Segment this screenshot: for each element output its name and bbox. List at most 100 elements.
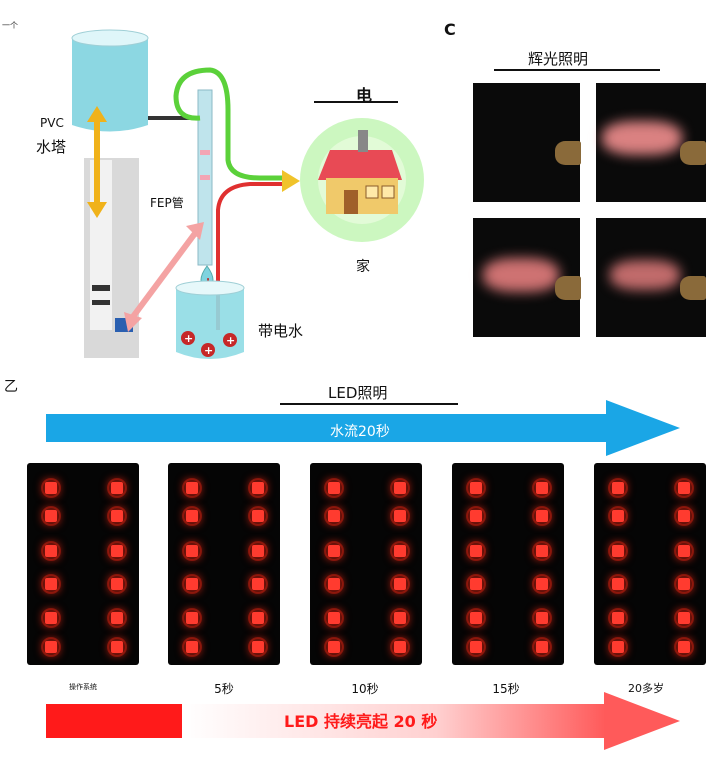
led-light [536, 510, 548, 522]
led-light [186, 578, 198, 590]
terminal-plug [282, 170, 300, 192]
led-light [394, 612, 406, 624]
led-ring [674, 506, 694, 526]
led-ring [674, 637, 694, 657]
led-light [328, 545, 340, 557]
led-section-title: LED照明 [328, 384, 388, 402]
led-light [678, 482, 690, 494]
led-light [536, 482, 548, 494]
led-ring [674, 478, 694, 498]
led-light [328, 641, 340, 653]
led-light [394, 545, 406, 557]
led-light [186, 482, 198, 494]
led-ring [608, 637, 628, 657]
home-label: 家 [356, 259, 370, 275]
water-energy-schematic: + + + + [71, 29, 424, 359]
house-roof [318, 150, 402, 180]
led-ring [390, 478, 410, 498]
led-light [186, 641, 198, 653]
led-ring [608, 506, 628, 526]
led-light [394, 482, 406, 494]
led-light [612, 510, 624, 522]
led-light [252, 482, 264, 494]
led-light [536, 612, 548, 624]
led-ring [41, 637, 61, 657]
red-arrowhead [604, 692, 680, 750]
led-duration-label: LED 持续亮起 20 秒 [284, 712, 438, 731]
led-ring [532, 478, 552, 498]
panel-b-label: 乙 [4, 379, 18, 395]
led-ring [107, 541, 127, 561]
led-ring [390, 608, 410, 628]
house-window [381, 185, 395, 199]
led-ring [107, 478, 127, 498]
led-light [394, 578, 406, 590]
led-light [252, 578, 264, 590]
led-ring [324, 608, 344, 628]
led-ring [41, 541, 61, 561]
led-duration-arrow [46, 692, 680, 750]
led-ring [41, 608, 61, 628]
led-light [186, 545, 198, 557]
chimney [358, 130, 368, 152]
led-light [536, 578, 548, 590]
caption-3: 15秒 [492, 682, 520, 696]
led-light [45, 510, 57, 522]
led-light [470, 510, 482, 522]
led-ring [466, 637, 486, 657]
water-flow-arrow [46, 400, 680, 456]
led-light [394, 510, 406, 522]
led-ring [182, 541, 202, 561]
svg-text:+: + [226, 334, 235, 347]
led-ring [532, 637, 552, 657]
led-light [45, 612, 57, 624]
electrode [680, 141, 706, 165]
led-ring [324, 574, 344, 594]
led-light [186, 510, 198, 522]
panel-a-label: 一个 [2, 21, 18, 30]
led-light [678, 612, 690, 624]
led-light [328, 510, 340, 522]
led-light [45, 482, 57, 494]
led-light [470, 612, 482, 624]
led-light [612, 482, 624, 494]
led-ring [248, 506, 268, 526]
led-light [45, 641, 57, 653]
led-ring [608, 574, 628, 594]
led-ring [182, 637, 202, 657]
charges: + + + [181, 331, 237, 357]
led-light [612, 612, 624, 624]
caption-0: 操作系统 [69, 683, 97, 691]
led-ring [466, 608, 486, 628]
svg-text:+: + [204, 344, 213, 357]
bottom-beaker-rim [175, 280, 245, 296]
led-photo-4 [452, 463, 564, 665]
led-light [470, 545, 482, 557]
led-ring [324, 506, 344, 526]
green-wire [173, 67, 282, 181]
led-light [536, 641, 548, 653]
led-light [111, 612, 123, 624]
electrode [555, 141, 581, 165]
pvc-label: PVC [40, 116, 64, 130]
led-ring [608, 541, 628, 561]
led-light [394, 641, 406, 653]
tube-marker [200, 175, 210, 180]
led-light [328, 612, 340, 624]
led-light [612, 641, 624, 653]
electrode [555, 276, 581, 300]
led-ring [248, 478, 268, 498]
led-ring [41, 478, 61, 498]
led-light [252, 612, 264, 624]
led-ring [674, 574, 694, 594]
led-light [186, 612, 198, 624]
led-ring [248, 608, 268, 628]
collection-arrow-head [124, 312, 142, 332]
led-ring [390, 574, 410, 594]
electricity-underline [314, 101, 398, 103]
glow-photo-3 [473, 218, 581, 337]
electrode [680, 276, 706, 300]
house-window [365, 185, 379, 199]
led-light [111, 545, 123, 557]
led-ring [608, 608, 628, 628]
